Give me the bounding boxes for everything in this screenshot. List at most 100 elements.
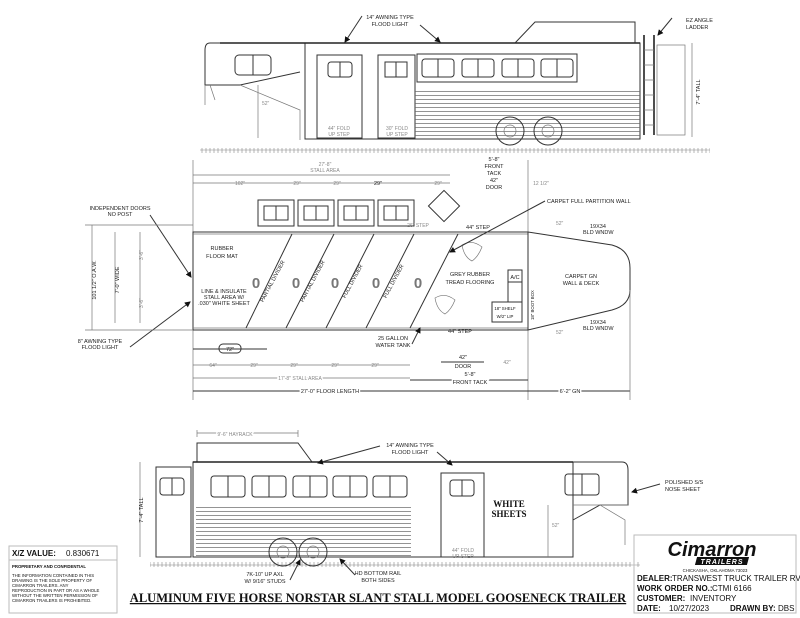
gn-height-dimension: 52" [262,101,270,107]
shelf-label: 18" SHELF [494,306,516,311]
independent-doors-label: INDEPENDENT DOORS [89,206,150,212]
notice-line: WITHOUT THE WRITTEN PERMISSION OF [12,593,98,598]
white-sheets-label: WHITE [493,499,525,509]
awning-light-label: 8" AWNING TYPE [78,339,123,345]
line-insulate-label: LINE & INSULATE [201,289,247,295]
front-tack-label-2: TACK [487,171,502,177]
notice-line: CIMARRON TRAILERS IS PROHIBITED. [12,598,91,603]
inside-width-dimension: 7'-0" WIDE [115,266,121,293]
dimension: 29" [250,363,258,369]
gn-offset-dimension: 12 1/2" [533,181,549,187]
dressing-room-door [440,472,485,558]
axle-label-2: W/ 9/16" STUDS [244,579,285,585]
title-block: Cimarron TRAILERS CHICKASHA, OKLAHOMA 73… [633,534,800,614]
dimension: 29" [290,363,298,369]
hay-rack [514,21,636,44]
curbside-elevation: 14" AWNING TYPE FLOOD LIGHT EZ ANGLE LAD… [200,15,713,153]
divider-label: PARTIAL DIVIDER [260,260,287,304]
gn-carpet-label: CARPET GN [565,274,597,280]
step-label: 44" STEP [466,225,490,231]
dimension: 29" [371,363,379,369]
stall-tie-marker: 0 [331,275,339,292]
white-sheets-label-2: SHEETS [491,509,526,519]
line-insulate-label-3: .030" WHITE SHEET [198,301,250,307]
water-tank-label-2: WATER TANK [376,343,411,349]
shelf [491,301,523,323]
ground-line [150,562,640,567]
wheel [495,116,525,146]
date-value: 10/27/2023 [669,604,710,613]
tread-flooring-label-2: TREAD FLOORING [446,280,495,286]
dealer-label: DEALER: [637,574,673,583]
boot-box [507,281,523,303]
location: CHICKASHA, OKLAHOMA 73023 [683,568,748,573]
bottom-rail-label-2: BOTH SIDES [361,578,395,584]
divider-label: PARTIAL DIVIDER [300,260,327,304]
stall-windows [416,53,578,83]
info-box: X/Z VALUE: 0.830671 PROPRIETARY AND CONF… [8,545,118,614]
gooseneck-nose [572,461,629,521]
height-dimension: 7'-4" TALL [139,497,145,522]
lower-slats [415,88,640,136]
rubber-mat-label: RUBBER [211,246,234,252]
awning-light-label-2: FLOOD LIGHT [82,345,119,351]
independent-doors-label-2: NO POST [108,212,133,218]
hayrack-dimension: 9'-6" HAYRACK [217,432,253,438]
front-tack-dimension: 5'-8" [465,372,476,378]
dimension: 64" [209,363,217,369]
notice-line: THE INFORMATION CONTAINED IN THIS [12,573,94,578]
door-label: DOOR [455,364,472,370]
stall-tie-marker: 0 [414,275,422,292]
half-width-dimension: 3'-6" [139,298,145,308]
step-label: 44" STEP [448,329,472,335]
step-label-2: UP STEP [452,554,474,560]
window-dimension: 52" [556,330,564,336]
dressing-room-door [316,54,363,139]
shelf-label-2: W/2" LIP [497,314,514,319]
customer-label: CUSTOMER: [637,594,685,603]
water-tank-label: 25 GALLON [378,336,408,342]
nose-sheet-label: POLISHED S/S [665,480,704,486]
divider-label: FULL DIVIDER [342,264,365,300]
gn-height-dimension: 52" [552,523,560,529]
dimension: 29" [331,363,339,369]
stall-tie-marker: 0 [292,275,300,292]
front-tack-dimension: 5'-8" [489,157,500,163]
awning-light-label: 14" AWNING TYPE [386,443,434,449]
dimension: 29" [434,181,442,187]
notice-line: REPRODUCTION IN PART OR AS A WHOLE [12,588,100,593]
work-order-label: WORK ORDER NO.: [637,584,713,593]
notice-line: CIMARRON TRAILERS. ANY [12,583,69,588]
stall-tie-marker: 0 [372,275,380,292]
stall-area-dimension-2: STALL AREA [310,168,340,174]
rear-door [656,44,686,136]
gooseneck-support [204,84,301,140]
step-label-2: UP STEP [328,132,350,138]
window-label: 19X34 [590,320,606,326]
bottom-rail-label: HD BOTTOM RAIL [355,571,402,577]
logo-subtext: TRAILERS [701,559,744,566]
step-label: 26" STEP [407,223,429,229]
floor-length-dimension: 27'-0" FLOOR LENGTH [301,389,359,395]
step-label: 44" FOLD [452,548,474,554]
wheel [268,537,298,567]
window-label-2: BLD WNDW [583,230,614,236]
rear-door-width: 72" [226,347,234,353]
xz-value-label: X/Z VALUE: [12,549,56,558]
dealer-value: TRANSWEST TRUCK TRAILER RV [672,574,800,583]
window-label-2: BLD WNDW [583,326,614,332]
half-width-dimension: 3'-6" [139,250,145,260]
boot-box-label: 18" BOOT BOX [530,290,535,320]
date-label: DATE: [637,604,661,613]
ladder-label: EZ ANGLE [686,18,713,24]
window-label: 19X34 [590,224,606,230]
floor-plan: 27'-8" STALL AREA 102" 29" 29" 29" 29" 5… [78,157,631,400]
gooseneck-nose [204,42,305,86]
logo-text: Cimarron [668,539,757,561]
rear-door [155,466,192,558]
axle-label: 7K-10" UP AXL [246,572,283,578]
door-dimension: 42" [459,355,467,361]
proprietary-label: PROPRIETARY AND CONFIDENTIAL [12,564,86,569]
